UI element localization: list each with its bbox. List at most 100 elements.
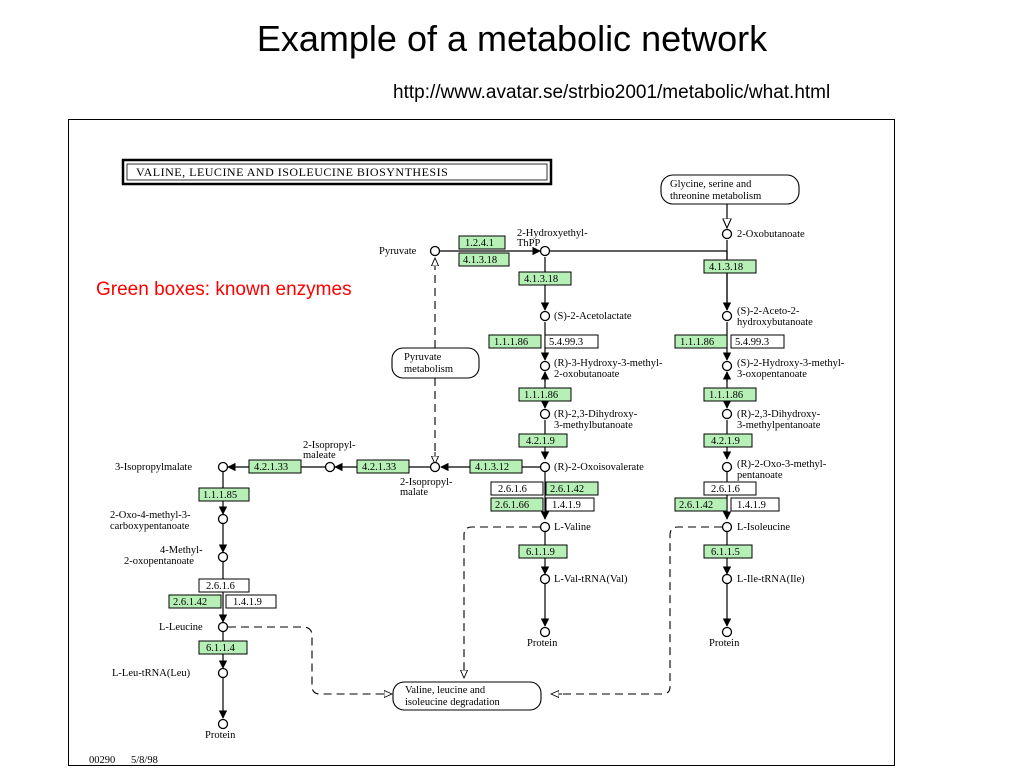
compound-r-2-3-dihydroxy-3-methylbutanoate[interactable]: (R)-2,3-Dihydroxy-3-methylbutanoate (539, 408, 638, 431)
enzyme-4.2.1.33[interactable]: 4.2.1.33 (356, 459, 410, 474)
svg-text:1.1.1.86: 1.1.1.86 (709, 390, 743, 401)
compound-2-oxobutanoate[interactable]: 2-Oxobutanoate (721, 228, 805, 240)
enzyme-1.4.1.9[interactable]: 1.4.1.9 (730, 497, 780, 512)
map-glycine-serine-threonine[interactable]: Glycine, serine and threonine metabolism (660, 174, 800, 205)
svg-text:6.1.1.4: 6.1.1.4 (206, 643, 236, 654)
enzyme-2.6.1.6[interactable]: 2.6.1.6 (490, 481, 544, 496)
svg-text:(S)-2-Hydroxy-3-methyl-: (S)-2-Hydroxy-3-methyl- (737, 358, 845, 369)
enzyme-1.1.1.85[interactable]: 1.1.1.85 (198, 487, 250, 502)
svg-text:4.1.3.18: 4.1.3.18 (709, 262, 743, 273)
enzyme-2.6.1.42[interactable]: 2.6.1.42 (674, 497, 728, 512)
svg-text:isoleucine degradation: isoleucine degradation (405, 697, 501, 708)
compound-3-isopropylmalate[interactable]: 3-Isopropylmalate (115, 461, 229, 473)
svg-text:2-Oxo-4-methyl-3-: 2-Oxo-4-methyl-3- (110, 510, 191, 521)
compound-r-2-3-dihydroxy-3-methylpentanoate[interactable]: (R)-2,3-Dihydroxy-3-methylpentanoate (721, 408, 821, 431)
enzyme-2.6.1.42[interactable]: 2.6.1.42 (168, 594, 222, 609)
svg-text:2-oxopentanoate: 2-oxopentanoate (124, 556, 194, 567)
compound-pyruvate[interactable]: Pyruvate (379, 245, 441, 257)
svg-text:Protein: Protein (205, 730, 236, 741)
enzyme-1.1.1.86[interactable]: 1.1.1.86 (674, 334, 728, 349)
svg-text:(R)-2,3-Dihydroxy-: (R)-2,3-Dihydroxy- (737, 409, 821, 420)
compound-4-methyl-2-oxopentanoate[interactable]: 4-Methyl-2-oxopentanoate (124, 545, 229, 567)
source-url[interactable]: http://www.avatar.se/strbio2001/metaboli… (393, 82, 831, 103)
svg-text:6.1.1.9: 6.1.1.9 (526, 547, 555, 558)
compound-s-2-aceto-2-hydroxybutanoate[interactable]: (S)-2-Aceto-2-hydroxybutanoate (721, 306, 814, 328)
enzyme-2.6.1.42[interactable]: 2.6.1.42 (545, 481, 599, 496)
compound-protein-valine[interactable]: Protein (527, 626, 558, 650)
map-pyruvate-metabolism[interactable]: Pyruvate metabolism (391, 347, 480, 379)
enzyme-4.2.1.9[interactable]: 4.2.1.9 (703, 433, 753, 448)
enzyme-4.1.3.18[interactable]: 4.1.3.18 (458, 252, 510, 267)
compound-l-leu-trna[interactable]: L-Leu-tRNA(Leu) (112, 667, 229, 679)
svg-text:2-Hydroxyethyl-: 2-Hydroxyethyl- (517, 228, 588, 239)
diagram-title: VALINE, LEUCINE AND ISOLEUCINE BIOSYNTHE… (121, 158, 553, 186)
enzyme-4.2.1.9[interactable]: 4.2.1.9 (518, 433, 568, 448)
enzyme-4.1.3.18[interactable]: 4.1.3.18 (518, 271, 572, 286)
svg-text:ThPP: ThPP (517, 238, 541, 249)
enzyme-4.1.3.12[interactable]: 4.1.3.12 (469, 459, 523, 474)
compound-2-isopropylmalate[interactable]: 2-Isopropyl-malate (400, 461, 453, 499)
enzyme-6.1.1.9[interactable]: 6.1.1.9 (518, 544, 568, 559)
svg-text:4.1.3.18: 4.1.3.18 (463, 255, 497, 266)
svg-text:L-Isoleucine: L-Isoleucine (737, 522, 790, 533)
compound-l-ile-trna[interactable]: L-Ile-tRNA(Ile) (721, 573, 806, 585)
compound-protein-leucine[interactable]: Protein (205, 718, 236, 742)
enzyme-2.6.1.6[interactable]: 2.6.1.6 (703, 481, 757, 496)
enzyme-1.2.4.1[interactable]: 1.2.4.1 (458, 235, 506, 250)
compound-l-isoleucine[interactable]: L-Isoleucine (721, 521, 791, 533)
enzyme-5.4.99.3[interactable]: 5.4.99.3 (730, 334, 785, 349)
svg-text:Pyruvate: Pyruvate (404, 352, 442, 363)
compound-l-val-trna[interactable]: L-Val-tRNA(Val) (539, 573, 628, 585)
svg-text:2-oxobutanoate: 2-oxobutanoate (554, 369, 620, 380)
svg-text:4.1.3.12: 4.1.3.12 (475, 462, 509, 473)
enzyme-1.4.1.9[interactable]: 1.4.1.9 (545, 497, 595, 512)
svg-text:(S)-2-Acetolactate: (S)-2-Acetolactate (554, 311, 632, 322)
compound-2-isopropylmaleate[interactable]: 2-Isopropyl-maleate (303, 440, 356, 473)
svg-text:2-Isopropyl-: 2-Isopropyl- (303, 440, 356, 451)
svg-text:L-Leu-tRNA(Leu): L-Leu-tRNA(Leu) (112, 668, 191, 679)
svg-text:2.6.1.6: 2.6.1.6 (498, 484, 527, 495)
svg-text:(R)-2-Oxo-3-methyl-: (R)-2-Oxo-3-methyl- (737, 459, 827, 470)
enzyme-2.6.1.6[interactable]: 2.6.1.6 (198, 578, 250, 593)
enzyme-1.1.1.86[interactable]: 1.1.1.86 (518, 387, 572, 402)
svg-text:(R)-3-Hydroxy-3-methyl-: (R)-3-Hydroxy-3-methyl- (554, 358, 663, 369)
map-degradation[interactable]: Valine, leucine and isoleucine degradati… (392, 681, 542, 711)
svg-text:1.4.1.9: 1.4.1.9 (552, 500, 581, 511)
enzyme-6.1.1.4[interactable]: 6.1.1.4 (198, 640, 248, 655)
svg-text:2-Isopropyl-: 2-Isopropyl- (400, 477, 453, 488)
enzyme-5.4.99.3[interactable]: 5.4.99.3 (544, 334, 599, 349)
compound-r-3-hydroxy-3-methyl-2-oxobutanoate[interactable]: (R)-3-Hydroxy-3-methyl-2-oxobutanoate (539, 358, 663, 380)
compound-protein-isoleucine[interactable]: Protein (709, 626, 740, 650)
svg-text:1.2.4.1: 1.2.4.1 (465, 238, 494, 249)
enzyme-6.1.1.5[interactable]: 6.1.1.5 (703, 544, 753, 559)
enzyme-4.2.1.33[interactable]: 4.2.1.33 (248, 459, 302, 474)
compound-2-hydroxyethyl-thpp[interactable]: 2-Hydroxyethyl-ThPP (517, 228, 588, 257)
svg-text:2.6.1.42: 2.6.1.42 (679, 500, 713, 511)
enzyme-1.1.1.86[interactable]: 1.1.1.86 (488, 334, 542, 349)
svg-text:1.1.1.86: 1.1.1.86 (680, 337, 714, 348)
svg-text:4.1.3.18: 4.1.3.18 (524, 274, 558, 285)
pathway-map-frame (68, 119, 895, 766)
enzyme-4.1.3.18[interactable]: 4.1.3.18 (703, 259, 757, 274)
enzyme-1.4.1.9[interactable]: 1.4.1.9 (225, 594, 277, 609)
compound-l-leucine[interactable]: L-Leucine (159, 621, 229, 633)
compound-l-valine[interactable]: L-Valine (539, 521, 592, 533)
svg-text:2.6.1.66: 2.6.1.66 (495, 500, 529, 511)
svg-text:4.2.1.33: 4.2.1.33 (362, 462, 396, 473)
compound-2-oxo-4-methyl-3-carboxypentanoate[interactable]: 2-Oxo-4-methyl-3-carboxypentanoate (110, 510, 229, 532)
svg-text:(S)-2-Aceto-2-: (S)-2-Aceto-2- (737, 306, 800, 317)
svg-text:malate: malate (400, 487, 428, 498)
compound-s-2-acetolactate[interactable]: (S)-2-Acetolactate (539, 310, 632, 322)
svg-text:4.2.1.9: 4.2.1.9 (711, 436, 740, 447)
compound-r-2-oxo-3-methylpentanoate[interactable]: (R)-2-Oxo-3-methyl-pentanoate (721, 459, 827, 481)
svg-text:metabolism: metabolism (404, 364, 453, 375)
svg-text:L-Valine: L-Valine (554, 522, 591, 533)
enzyme-1.1.1.86[interactable]: 1.1.1.86 (703, 387, 757, 402)
svg-text:5.4.99.3: 5.4.99.3 (549, 337, 583, 348)
slide-title: Example of a metabolic network (256, 18, 768, 59)
compound-r-2-oxoisovalerate[interactable]: (R)-2-Oxoisovalerate (539, 461, 645, 473)
svg-text:3-methylbutanoate: 3-methylbutanoate (554, 420, 633, 431)
map-id: 00290 (89, 755, 115, 766)
compound-s-2-hydroxy-3-methyl-3-oxopentanoate[interactable]: (S)-2-Hydroxy-3-methyl-3-oxopentanoate (721, 358, 845, 380)
enzyme-2.6.1.66[interactable]: 2.6.1.66 (490, 497, 544, 512)
